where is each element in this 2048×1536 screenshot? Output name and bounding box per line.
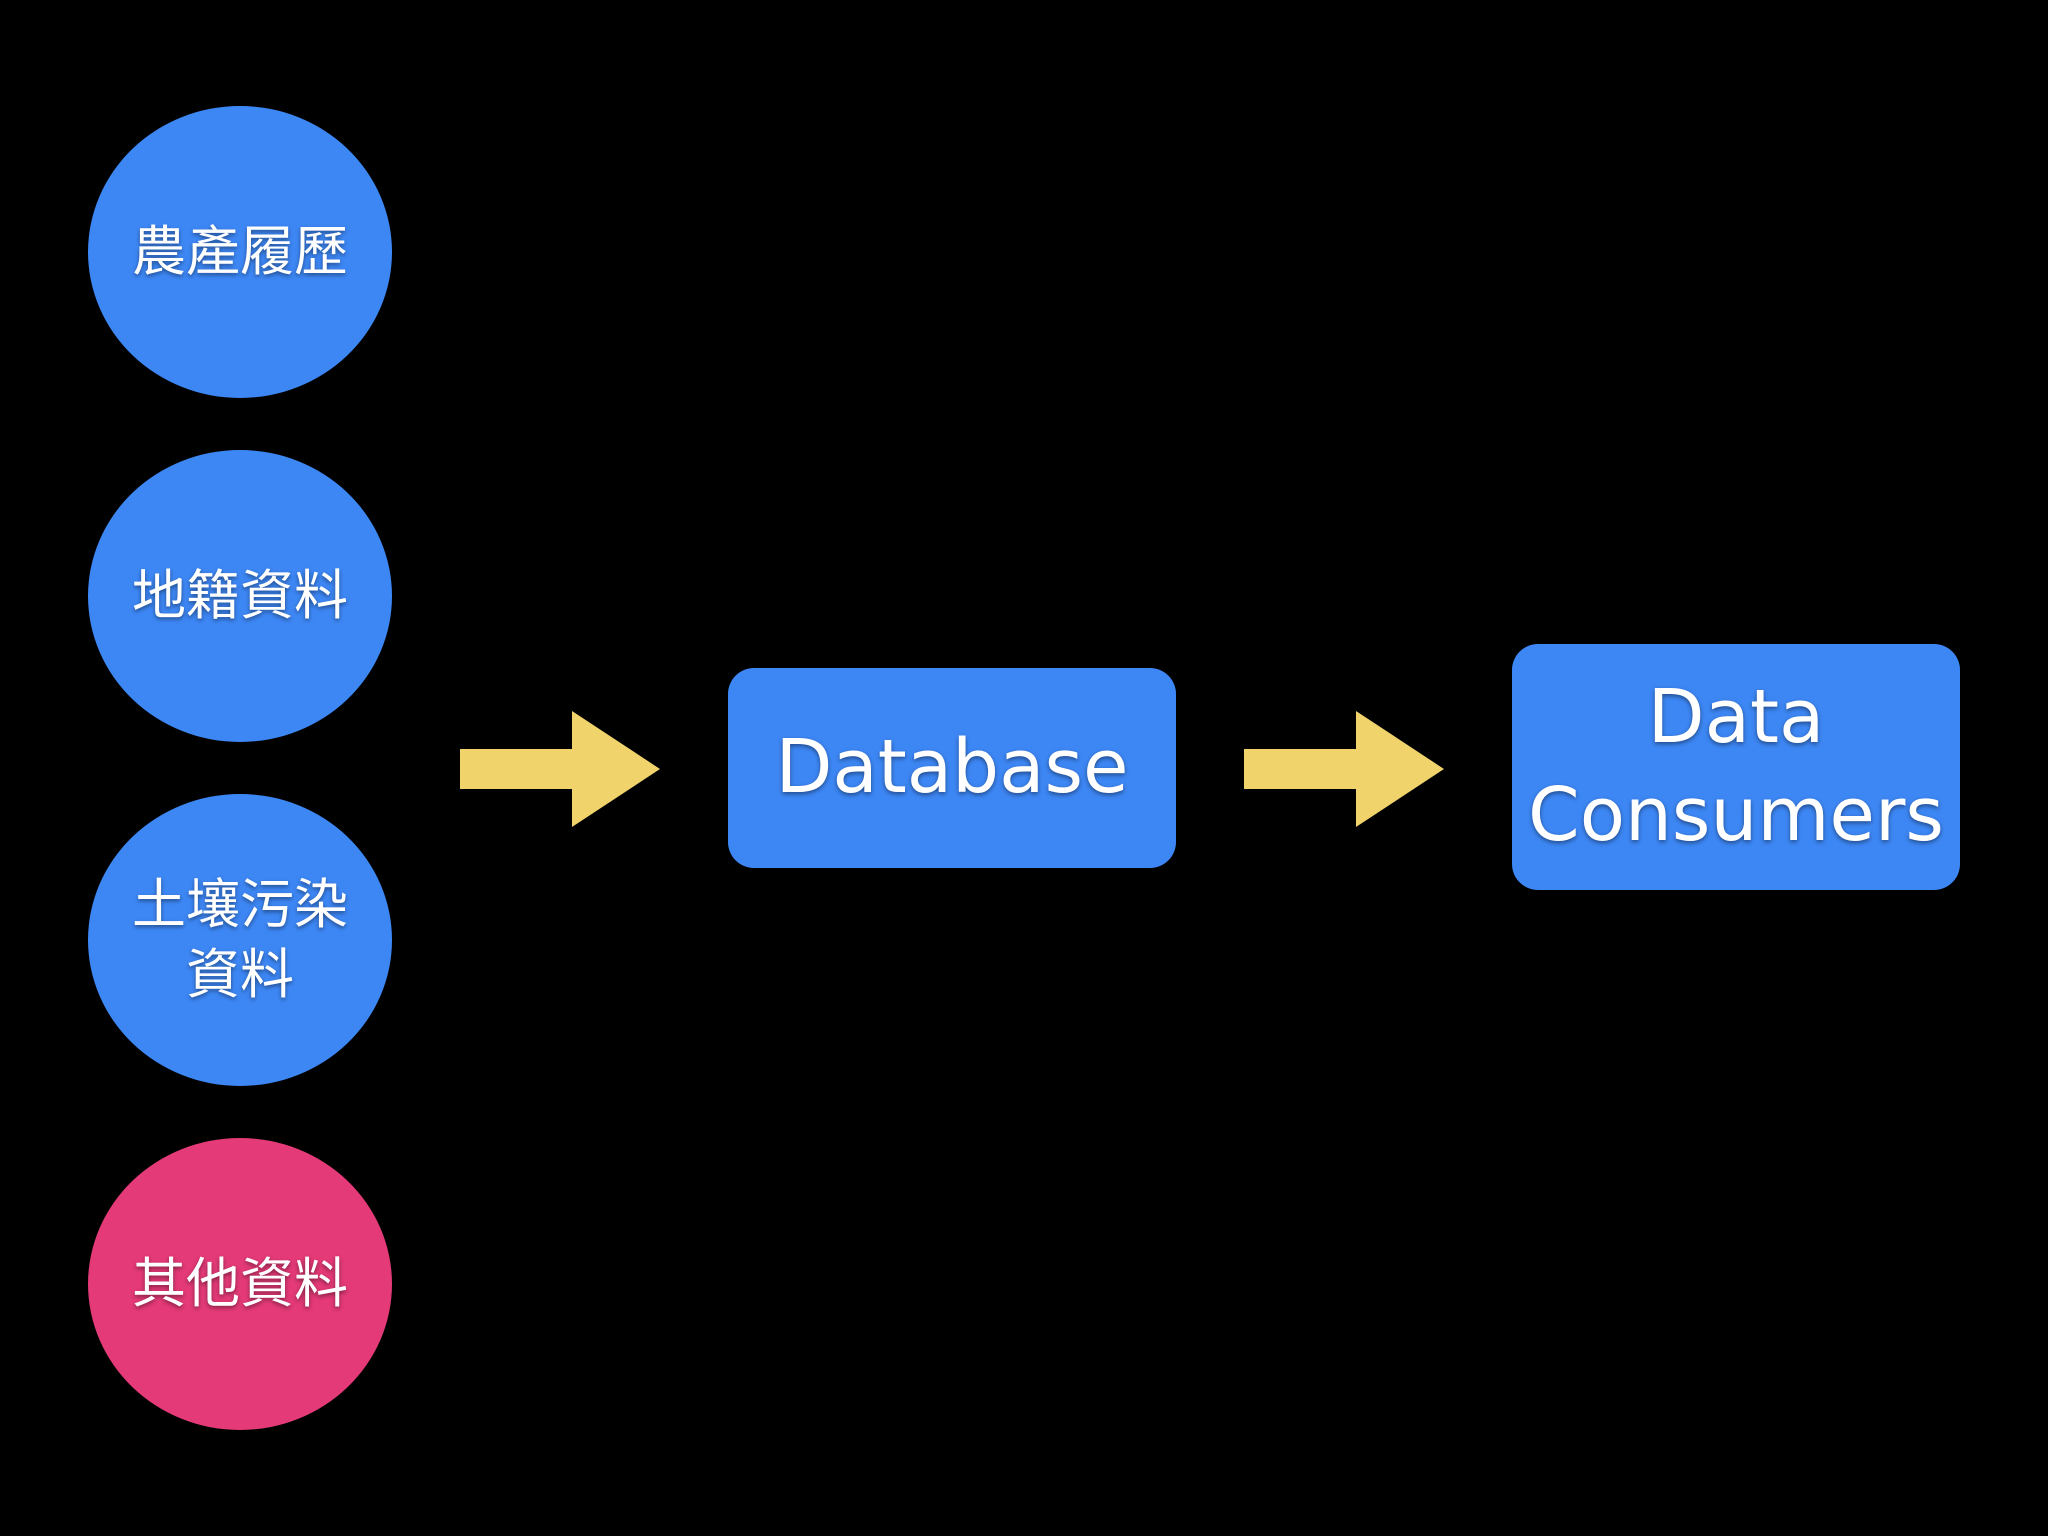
arrow-right-icon	[1244, 711, 1444, 827]
source-node-traceability: 農產履歷	[88, 106, 392, 398]
source-node-label: 地籍資料	[132, 563, 348, 627]
source-node-label: 農產履歷	[132, 219, 348, 283]
source-node-soil-pollution: 土壤污染資料	[88, 794, 392, 1086]
data-consumers-label-line2: Consumers	[1528, 772, 1944, 858]
source-node-other: 其他資料	[88, 1138, 392, 1430]
database-label: Database	[775, 724, 1129, 811]
database-node: Database	[728, 668, 1176, 868]
data-consumers-node: Data Consumers	[1512, 644, 1960, 890]
arrow-shape	[460, 711, 660, 827]
arrow-right-icon	[460, 711, 660, 827]
arrow-shape	[1244, 711, 1444, 827]
source-node-label: 土壤污染資料	[132, 872, 348, 1006]
source-node-cadastral: 地籍資料	[88, 450, 392, 742]
data-consumers-label-line1: Data	[1647, 674, 1825, 761]
source-node-label: 其他資料	[132, 1251, 348, 1315]
